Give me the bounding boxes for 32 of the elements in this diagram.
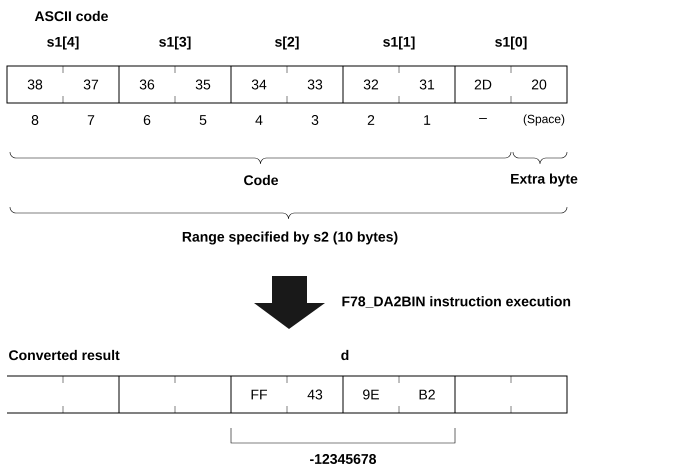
empty-word-cell bbox=[118, 376, 232, 414]
character-label: 5 bbox=[200, 115, 206, 125]
word-cell: s1[4] 38 37 bbox=[6, 36, 120, 104]
value-label: -12345678 bbox=[310, 454, 376, 464]
character-label: 2 bbox=[368, 115, 374, 125]
character-label: 3 bbox=[312, 115, 318, 125]
character-label: 6 bbox=[144, 115, 150, 125]
character-label: 1 bbox=[424, 115, 430, 125]
character-label: 7 bbox=[88, 115, 94, 125]
word-cell: s1[1] 32 31 bbox=[342, 36, 456, 104]
node-label: s1[1] bbox=[383, 36, 415, 50]
device-label: d bbox=[341, 350, 348, 360]
word-cell: s[2] 34 33 bbox=[230, 36, 344, 104]
node-label: s1[3] bbox=[159, 36, 191, 50]
result-label: Converted result bbox=[9, 350, 120, 360]
empty-word-cell bbox=[454, 376, 568, 414]
word-cell: 9E B2 bbox=[342, 376, 456, 414]
word-cell: s1[3] 36 35 bbox=[118, 36, 232, 104]
brace-label: Range specified by s2 (10 bytes) bbox=[182, 231, 398, 245]
character-label: (Space) bbox=[524, 114, 564, 126]
node-label: s1[4] bbox=[47, 36, 79, 50]
node-label: s1[0] bbox=[495, 36, 527, 50]
node-label: s[2] bbox=[275, 36, 299, 50]
empty-word-cell bbox=[6, 376, 120, 414]
heading: ASCII code bbox=[34, 10, 108, 22]
word-cell: s1[0] 2D 20 bbox=[454, 36, 568, 104]
character-label: 4 bbox=[255, 115, 262, 125]
brace-label: Code bbox=[244, 174, 278, 186]
character-label: – bbox=[479, 118, 487, 119]
instruction-label: F78_DA2BIN instruction execution bbox=[342, 296, 570, 308]
brace-label: Extra byte bbox=[511, 173, 578, 187]
word-cell: FF 43 bbox=[230, 376, 344, 414]
